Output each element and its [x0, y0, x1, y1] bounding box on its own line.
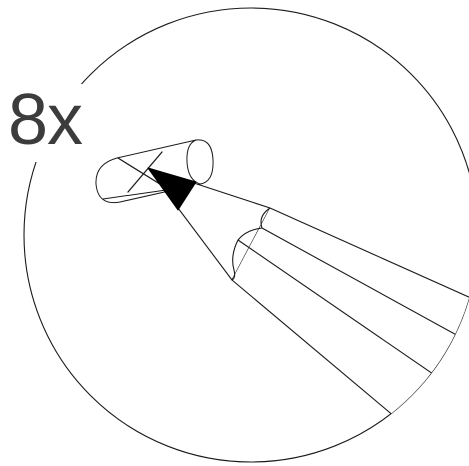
magnification-label: 8x	[4, 84, 86, 162]
pencil-icon	[148, 168, 469, 466]
pencil-body	[232, 208, 469, 466]
